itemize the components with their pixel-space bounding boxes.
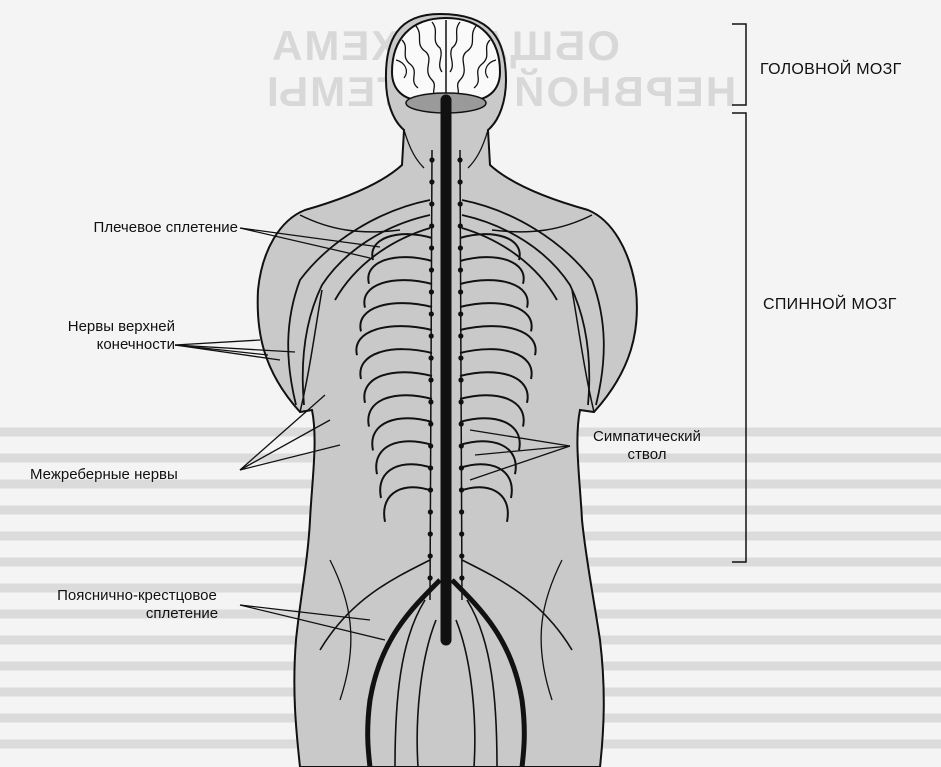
spinal-cord-label: СПИННОЙ МОЗГ (763, 296, 897, 314)
brain-bracket (732, 24, 746, 105)
lumbosacral-plexus-label-line2: сплетение (32, 605, 242, 623)
spinal-cord-bracket (732, 113, 746, 562)
upper-limb-nerves-label-line1: Нервы верхней (10, 318, 175, 336)
sympathetic-trunk-label: Симпатический ствол (572, 428, 722, 464)
sympathetic-trunk-label-line2: ствол (572, 446, 722, 464)
sympathetic-trunk-label-line1: Симпатический (572, 428, 722, 446)
intercostal-nerves-label: Межреберные нервы (30, 466, 178, 484)
lumbosacral-plexus-label-line1: Пояснично-крестцовое (32, 587, 242, 605)
upper-limb-nerves-label: Нервы верхней конечности (10, 318, 175, 354)
upper-limb-nerves-label-line2: конечности (10, 336, 175, 354)
brain-label: ГОЛОВНОЙ МОЗГ (760, 61, 902, 79)
brachial-plexus-label: Плечевое сплетение (38, 219, 238, 237)
lumbosacral-plexus-label: Пояснично-крестцовое сплетение (32, 587, 242, 623)
